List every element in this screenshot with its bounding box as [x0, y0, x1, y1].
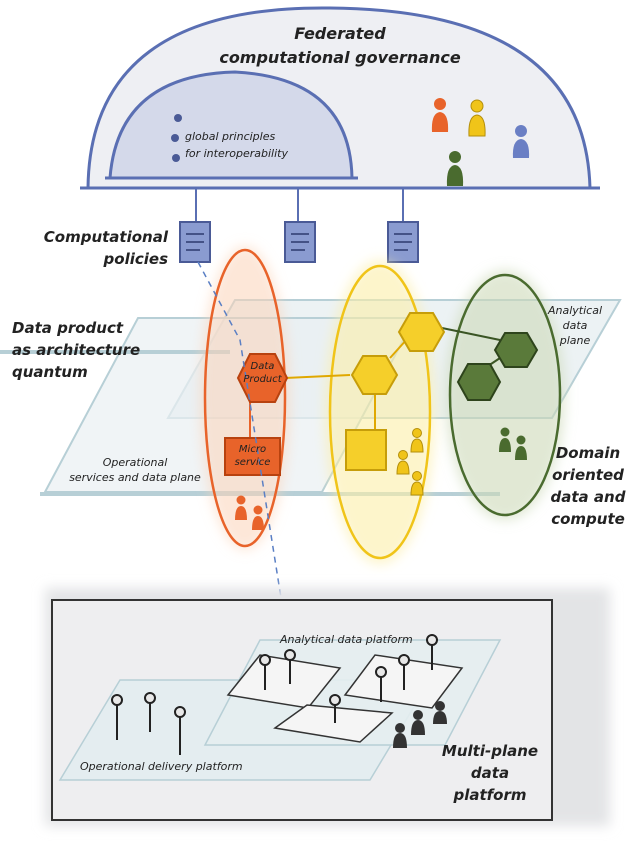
data-product-label: Data Product [238, 360, 287, 386]
analytical-plane-label: Analytical data plane [540, 303, 610, 348]
operational-platform-label: Operational delivery platform [80, 760, 243, 773]
data-product-line2: Product [243, 374, 282, 385]
micro-service-line2: service [234, 457, 271, 468]
quantum-line1: Data product [12, 319, 124, 337]
domain-line3: data and [550, 488, 626, 506]
principles-label: global principles for interoperability [185, 128, 288, 162]
principles-line1: global principles [185, 130, 276, 143]
data-product-hexagon-icon [236, 353, 289, 403]
yellow-hexagon-icon [397, 312, 446, 352]
policy-document-icon [179, 221, 211, 263]
quantum-label: Data product as architecture quantum [12, 317, 142, 383]
policy-connectors [195, 188, 404, 222]
principle-bullets [171, 114, 182, 162]
analytical-platform-label: Analytical data platform [280, 633, 413, 646]
platform-pins [111, 634, 438, 755]
micro-service-label: Micro service [225, 443, 280, 469]
data-product-line1: Data [250, 361, 275, 372]
analytical-plane-line1: Analytical [547, 304, 603, 317]
domain-label: Domain oriented data and compute [548, 442, 628, 530]
governance-person-green-icon [446, 151, 464, 186]
yellow-hexagon-icon [350, 355, 399, 395]
domain-line1: Domain [555, 444, 621, 462]
policies-label: Computational policies [38, 226, 168, 270]
yellow-service-box-icon [345, 429, 387, 471]
yellow-team-icon [396, 428, 424, 496]
operational-plane-label: Operational services and data plane [60, 455, 210, 485]
operational-plane-line1: Operational [102, 456, 168, 469]
micro-service-line1: Micro [238, 444, 267, 455]
governance-dome [80, 6, 600, 190]
green-hexagon-icon [456, 363, 502, 401]
quantum-line3: quantum [12, 363, 88, 381]
governance-title-line2: computational governance [219, 48, 461, 67]
policy-document-icon [284, 221, 316, 263]
policies-line1: Computational [43, 228, 168, 246]
domain-line4: compute [551, 510, 625, 528]
domain-line2: oriented [552, 466, 624, 484]
domain-green [445, 270, 565, 520]
policies-line2: policies [103, 250, 168, 268]
operational-plane-line2: services and data plane [69, 471, 201, 484]
principles-line2: for interoperability [185, 147, 288, 160]
governance-person-orange-icon [431, 98, 449, 132]
multi-plane-line2: data [470, 764, 510, 782]
analytical-plane-line3: plane [559, 334, 591, 347]
multi-plane-label: Multi-plane data platform [425, 740, 555, 806]
green-hexagon-icon [493, 332, 539, 368]
governance-person-blue-icon [512, 125, 530, 158]
governance-title-line1: Federated [294, 24, 386, 43]
platform-team-icon [393, 701, 447, 748]
governance-person-yellow-icon [468, 99, 486, 137]
analytical-plane-line2: data [562, 319, 588, 332]
green-team-icon [499, 427, 527, 460]
policy-document-icon [387, 221, 419, 263]
quantum-line2: as architecture [12, 341, 141, 359]
orange-team-icon [235, 495, 264, 530]
governance-title: Federated computational governance [180, 22, 500, 70]
multi-plane-line3: platform [453, 786, 527, 804]
micro-service-box-icon [224, 437, 281, 476]
multi-plane-line1: Multi-plane [441, 742, 539, 760]
domain-yellow [325, 260, 435, 564]
